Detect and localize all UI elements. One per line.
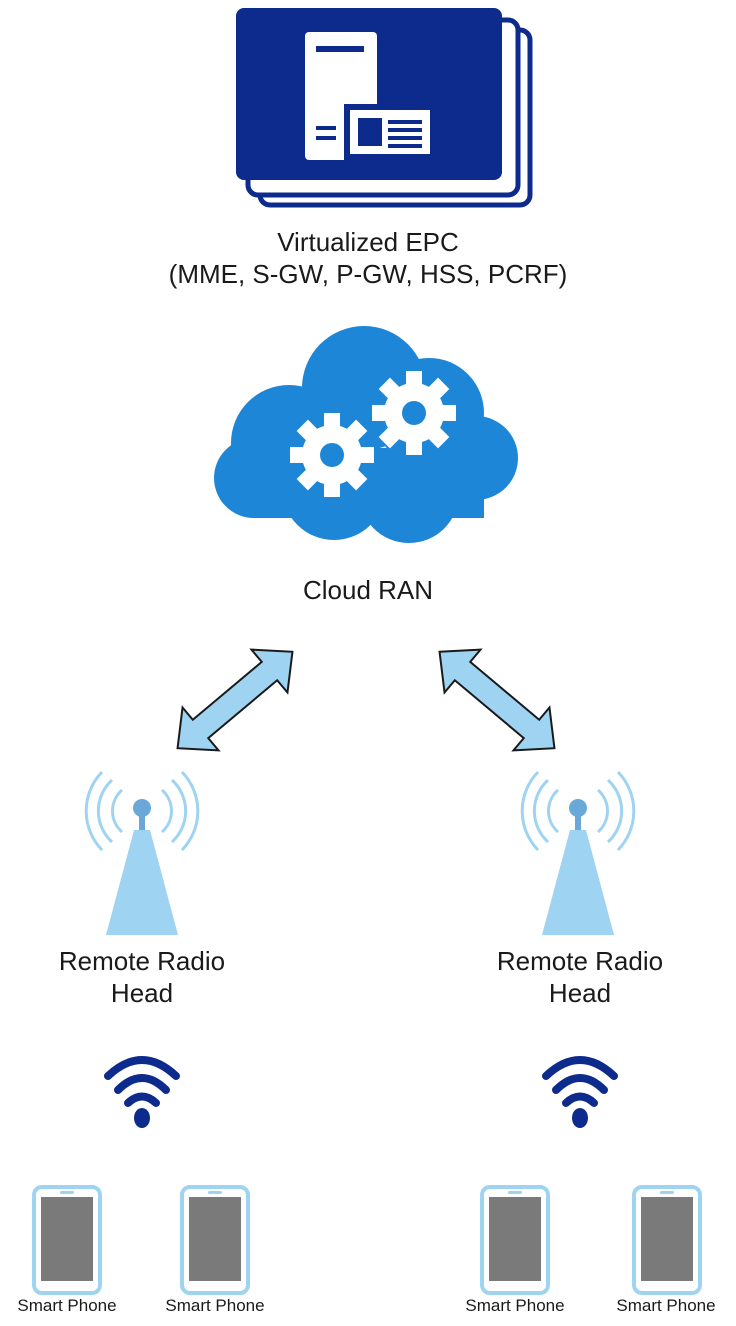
cloud-ran-label: Cloud RAN — [302, 575, 434, 605]
epc-subtitle: (MME, S-GW, P-GW, HSS, PCRF) — [168, 259, 568, 289]
smartphone-icon-4 — [632, 1185, 702, 1295]
smartphone-icon-3 — [480, 1185, 550, 1295]
rrh-left-label: Remote Radio Head — [58, 946, 226, 1008]
smartphone-icon-1 — [32, 1185, 102, 1295]
phone-label-2: Smart Phone — [165, 1296, 265, 1315]
cloud-gears-icon — [214, 326, 518, 543]
phone-label-1: Smart Phone — [17, 1296, 117, 1315]
epc-label: Virtualized EPC (MME, S-GW, P-GW, HSS, P… — [100, 226, 636, 290]
antenna-tower-left-icon — [84, 770, 200, 935]
double-arrow-right-icon — [438, 648, 556, 752]
server-stack-icon — [236, 8, 533, 208]
phone-label-3: Smart Phone — [465, 1296, 565, 1315]
wifi-signal-left-icon — [104, 1056, 180, 1128]
double-arrow-left-icon — [176, 648, 294, 752]
antenna-tower-right-icon — [520, 770, 636, 935]
epc-title: Virtualized EPC — [277, 227, 459, 257]
wifi-signal-right-icon — [542, 1056, 618, 1128]
smartphone-icon-2 — [180, 1185, 250, 1295]
phone-label-4: Smart Phone — [616, 1296, 716, 1315]
rrh-right-label: Remote Radio Head — [496, 946, 664, 1008]
